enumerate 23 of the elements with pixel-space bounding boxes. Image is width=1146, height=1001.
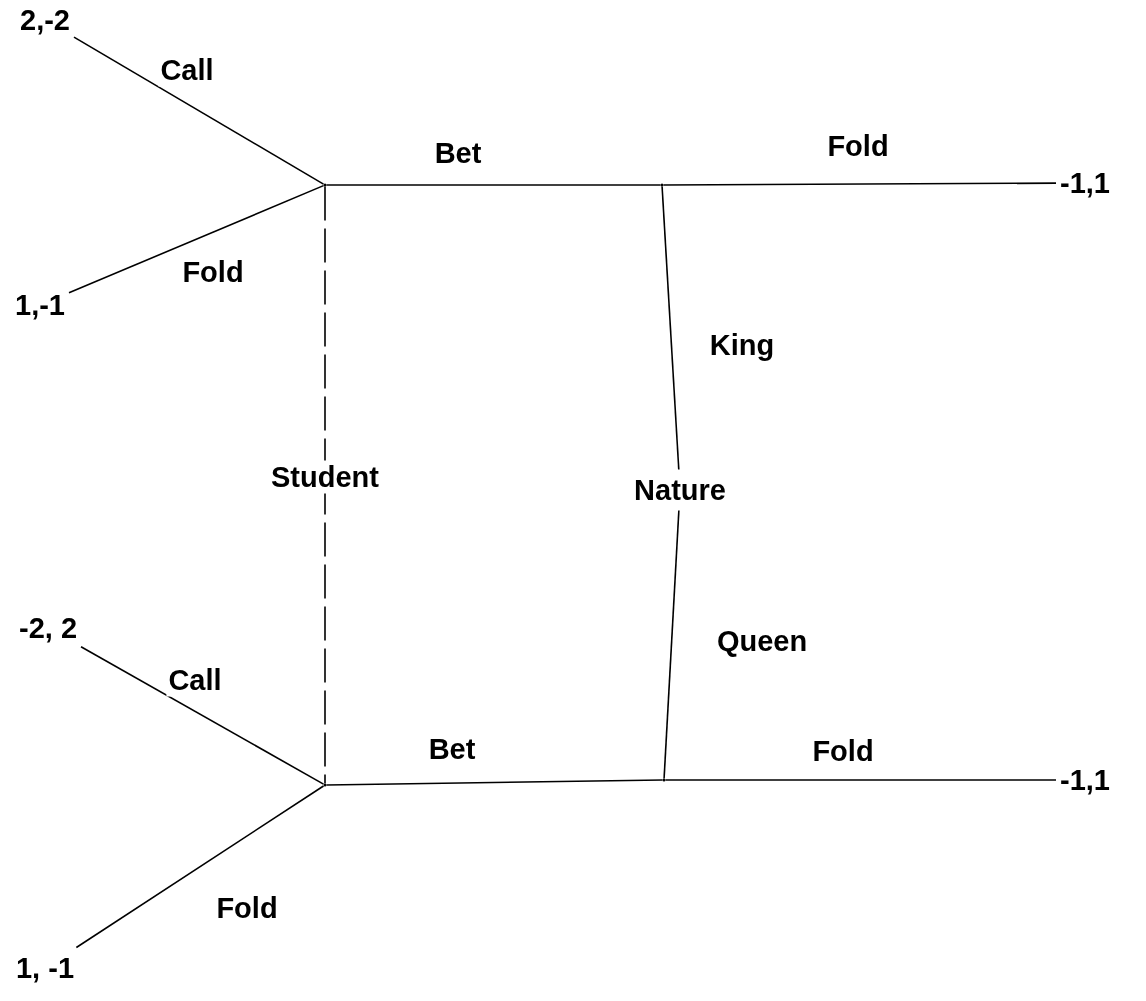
junction-point (323, 183, 327, 187)
information-set-line (324, 185, 326, 785)
node-label: 1,-1 (15, 288, 65, 322)
branch-line (662, 182, 1057, 186)
node-label: 1, -1 (16, 951, 74, 985)
junction-point (662, 778, 666, 782)
branch-line (80, 645, 325, 785)
node-label: Nature (634, 473, 726, 507)
branch-line (664, 779, 1057, 781)
branch-line (68, 184, 325, 294)
branch-line (325, 779, 664, 786)
node-label: -2, 2 (19, 611, 77, 645)
branch-line (663, 509, 680, 780)
junction-point (660, 183, 664, 187)
branch-line (73, 36, 325, 185)
node-label: -1,1 (1060, 763, 1110, 797)
edge-label: Student (269, 460, 381, 494)
node-label: 2,-2 (20, 3, 70, 37)
branch-line (75, 785, 325, 949)
node-label: -1,1 (1060, 166, 1110, 200)
junction-point (323, 783, 327, 787)
branch-line (325, 184, 662, 186)
branch-line (661, 185, 680, 471)
